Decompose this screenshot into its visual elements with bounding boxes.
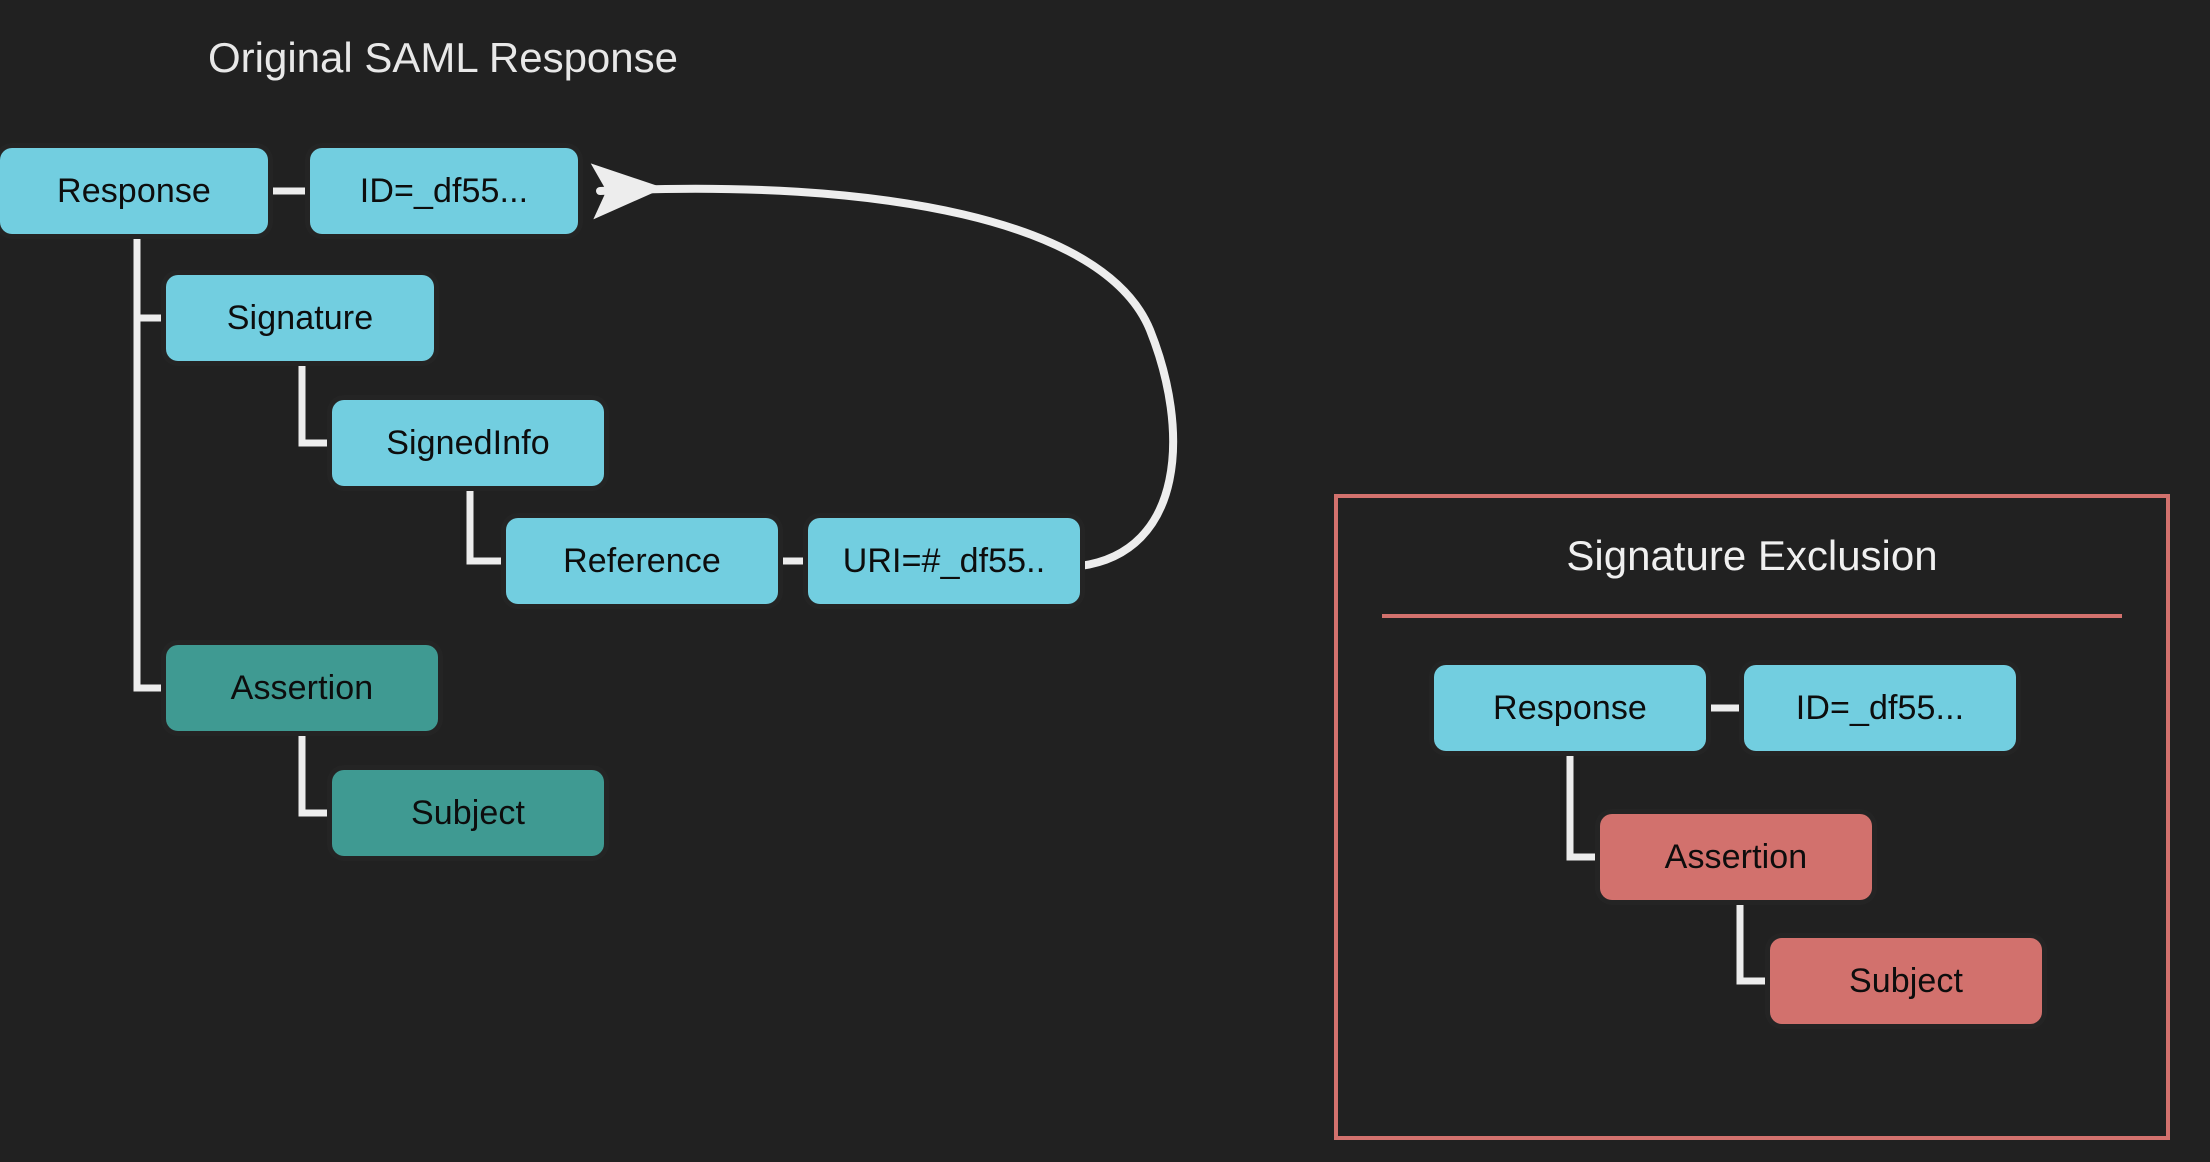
page-title: Original SAML Response — [208, 34, 678, 81]
node-response[interactable]: Response — [0, 148, 268, 234]
node-signedinfo[interactable]: SignedInfo — [332, 400, 604, 486]
panel-node-subject[interactable]: Subject — [1770, 938, 2042, 1024]
node-uri-attribute[interactable]: URI=#_df55.. — [808, 518, 1080, 604]
signature-exclusion-panel — [1334, 494, 2170, 1140]
panel-node-response[interactable]: Response — [1434, 665, 1706, 751]
reference-arrow — [590, 163, 1178, 570]
panel-node-assertion[interactable]: Assertion — [1600, 814, 1872, 900]
edge-signedinfo-reference — [466, 486, 506, 565]
edge-assertion-subject — [298, 731, 332, 817]
edge-r-assertion-subject — [1736, 900, 1770, 985]
node-assertion[interactable]: Assertion — [166, 645, 438, 731]
node-subject[interactable]: Subject — [332, 770, 604, 856]
edge-response-signature — [133, 234, 166, 322]
edge-response-assertion — [133, 234, 166, 692]
panel-node-id-attribute[interactable]: ID=_df55... — [1744, 665, 2016, 751]
panel-title: Signature Exclusion — [1566, 532, 1938, 579]
panel-divider — [1382, 614, 2122, 618]
node-id-attribute[interactable]: ID=_df55... — [310, 148, 578, 234]
node-signature[interactable]: Signature — [166, 275, 434, 361]
node-reference[interactable]: Reference — [506, 518, 778, 604]
edge-signature-signedinfo — [298, 361, 332, 447]
edge-r-response-assertion — [1566, 751, 1600, 861]
